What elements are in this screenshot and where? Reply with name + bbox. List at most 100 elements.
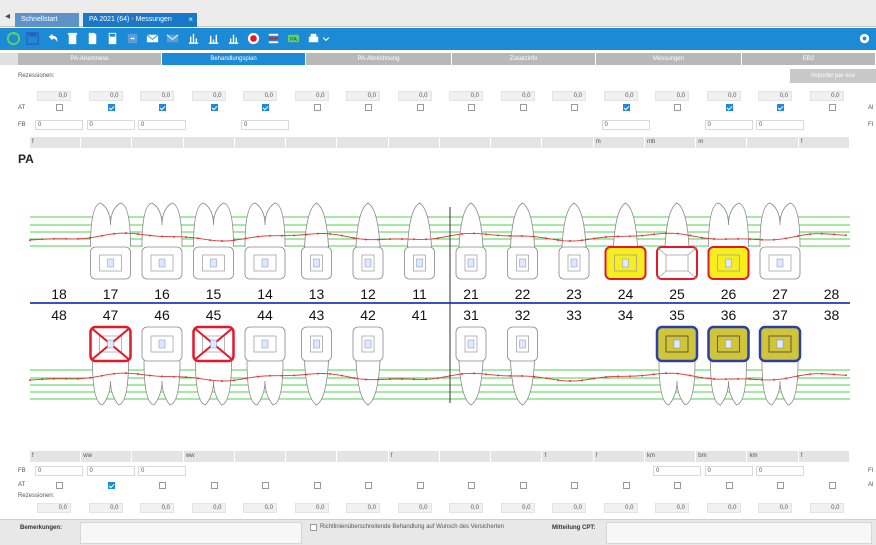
- tooth-lower-47[interactable]: [89, 325, 132, 406]
- fb-select[interactable]: 0: [138, 120, 186, 130]
- recession-value-field[interactable]: 0,0: [706, 91, 741, 101]
- delete-icon[interactable]: [65, 31, 80, 46]
- pa-icon[interactable]: PA: [286, 31, 301, 46]
- mark-cell[interactable]: f: [30, 451, 81, 462]
- recession-value-field[interactable]: 0,0: [294, 91, 329, 101]
- mark-cell[interactable]: f: [543, 451, 594, 462]
- mail-icon[interactable]: [145, 31, 160, 46]
- mark-cell[interactable]: f: [389, 451, 440, 462]
- at-checkbox[interactable]: [519, 104, 527, 111]
- at-checkbox[interactable]: [416, 104, 424, 111]
- at-checkbox[interactable]: [56, 104, 63, 111]
- at-checkbox[interactable]: [210, 104, 218, 111]
- mark-cell[interactable]: [543, 137, 594, 148]
- tooth-upper-17[interactable]: [90, 202, 131, 280]
- at-checkbox[interactable]: [725, 104, 733, 111]
- mark-cell[interactable]: [133, 137, 184, 148]
- tooth-upper-14[interactable]: [244, 202, 286, 280]
- tooth-lower-32[interactable]: [507, 326, 538, 406]
- mark-cell[interactable]: ww: [81, 451, 133, 462]
- fb-select[interactable]: 0: [704, 466, 753, 476]
- mark-cell[interactable]: [81, 137, 133, 148]
- at-checkbox[interactable]: [622, 104, 630, 111]
- at-checkbox[interactable]: [159, 104, 166, 111]
- tooth-lower-46[interactable]: [141, 326, 183, 406]
- at-checkbox[interactable]: [262, 482, 269, 489]
- mark-cell[interactable]: [286, 137, 338, 148]
- at-checkbox[interactable]: [313, 482, 321, 489]
- at-checkbox[interactable]: [159, 482, 166, 489]
- record-icon[interactable]: [246, 31, 261, 46]
- mark-cell[interactable]: [286, 451, 338, 462]
- mark-cell[interactable]: km: [748, 451, 799, 462]
- tooth-lower-37[interactable]: [758, 325, 802, 406]
- recession-value-field[interactable]: 0,0: [500, 503, 535, 513]
- at-checkbox[interactable]: [777, 104, 784, 111]
- tooth-lower-44[interactable]: [244, 326, 286, 406]
- back-arrow-icon[interactable]: ◂: [5, 11, 11, 22]
- document-icon[interactable]: [85, 31, 100, 46]
- mark-cell[interactable]: [184, 137, 235, 148]
- recession-value-field[interactable]: 0,0: [500, 91, 535, 101]
- tab-zusatzinfo[interactable]: Zusatzinfo: [452, 53, 596, 65]
- mark-cell[interactable]: ww: [184, 451, 235, 462]
- recession-value-field[interactable]: 0,0: [243, 503, 277, 513]
- fb-select[interactable]: 0: [138, 466, 186, 476]
- recession-value-field[interactable]: 0,0: [449, 503, 483, 513]
- recession-value-field[interactable]: 0,0: [37, 91, 71, 101]
- print-icon[interactable]: [306, 31, 321, 46]
- at-checkbox[interactable]: [262, 104, 269, 111]
- at-checkbox[interactable]: [571, 482, 578, 489]
- mark-cell[interactable]: [338, 137, 389, 148]
- recession-value-field[interactable]: 0,0: [397, 503, 432, 513]
- recession-value-field[interactable]: 0,0: [397, 91, 432, 101]
- tooth-lower-45[interactable]: [192, 325, 235, 406]
- recession-value-field[interactable]: 0,0: [655, 91, 689, 101]
- at-checkbox[interactable]: [828, 482, 836, 489]
- chart-e-icon[interactable]: [206, 31, 221, 46]
- tooth-upper-23[interactable]: [558, 202, 590, 280]
- at-checkbox[interactable]: [416, 482, 424, 489]
- mark-cell[interactable]: [389, 137, 440, 148]
- mark-cell[interactable]: [440, 137, 491, 148]
- mark-cell[interactable]: f: [594, 451, 645, 462]
- mark-cell[interactable]: [235, 451, 286, 462]
- recession-value-field[interactable]: 0,0: [706, 503, 741, 513]
- fb-select[interactable]: 0: [86, 466, 135, 476]
- recession-value-field[interactable]: 0,0: [88, 91, 123, 101]
- at-checkbox[interactable]: [313, 104, 321, 111]
- recession-value-field[interactable]: 0,0: [243, 91, 277, 101]
- at-checkbox[interactable]: [468, 482, 475, 489]
- mitteilung-field[interactable]: [606, 522, 872, 544]
- recession-value-field[interactable]: 0,0: [552, 503, 586, 513]
- mark-cell[interactable]: [440, 451, 491, 462]
- at-checkbox[interactable]: [674, 104, 681, 111]
- at-checkbox[interactable]: [674, 482, 681, 489]
- tooth-lower-35[interactable]: [655, 325, 699, 406]
- tooth-upper-26[interactable]: [707, 202, 750, 280]
- recession-value-field[interactable]: 0,0: [552, 91, 586, 101]
- mark-cell[interactable]: [491, 137, 543, 148]
- recession-value-field[interactable]: 0,0: [655, 503, 689, 513]
- tab-messungen[interactable]: Messungen: [596, 53, 742, 65]
- chart-l-icon[interactable]: [186, 31, 201, 46]
- recession-value-field[interactable]: 0,0: [37, 503, 71, 513]
- tooth-upper-21[interactable]: [455, 202, 487, 280]
- recession-value-field[interactable]: 0,0: [346, 503, 380, 513]
- recession-value-field[interactable]: 0,0: [88, 503, 123, 513]
- at-checkbox[interactable]: [725, 482, 733, 489]
- at-checkbox[interactable]: [56, 482, 63, 489]
- bemerkungen-field[interactable]: [80, 522, 302, 544]
- at-checkbox[interactable]: [622, 482, 630, 489]
- mark-cell[interactable]: bm: [696, 451, 748, 462]
- export-icon[interactable]: [125, 31, 140, 46]
- chart-f-icon[interactable]: [226, 31, 241, 46]
- mark-cell[interactable]: [133, 451, 184, 462]
- tooth-upper-12[interactable]: [352, 202, 384, 280]
- list-icon[interactable]: [266, 31, 281, 46]
- recession-value-field[interactable]: 0,0: [809, 91, 844, 101]
- tab-pa-anamnese[interactable]: PA-Anamnese: [18, 53, 162, 65]
- mail-send-icon[interactable]: [165, 31, 180, 46]
- at-checkbox[interactable]: [571, 104, 578, 111]
- at-checkbox[interactable]: [365, 104, 372, 111]
